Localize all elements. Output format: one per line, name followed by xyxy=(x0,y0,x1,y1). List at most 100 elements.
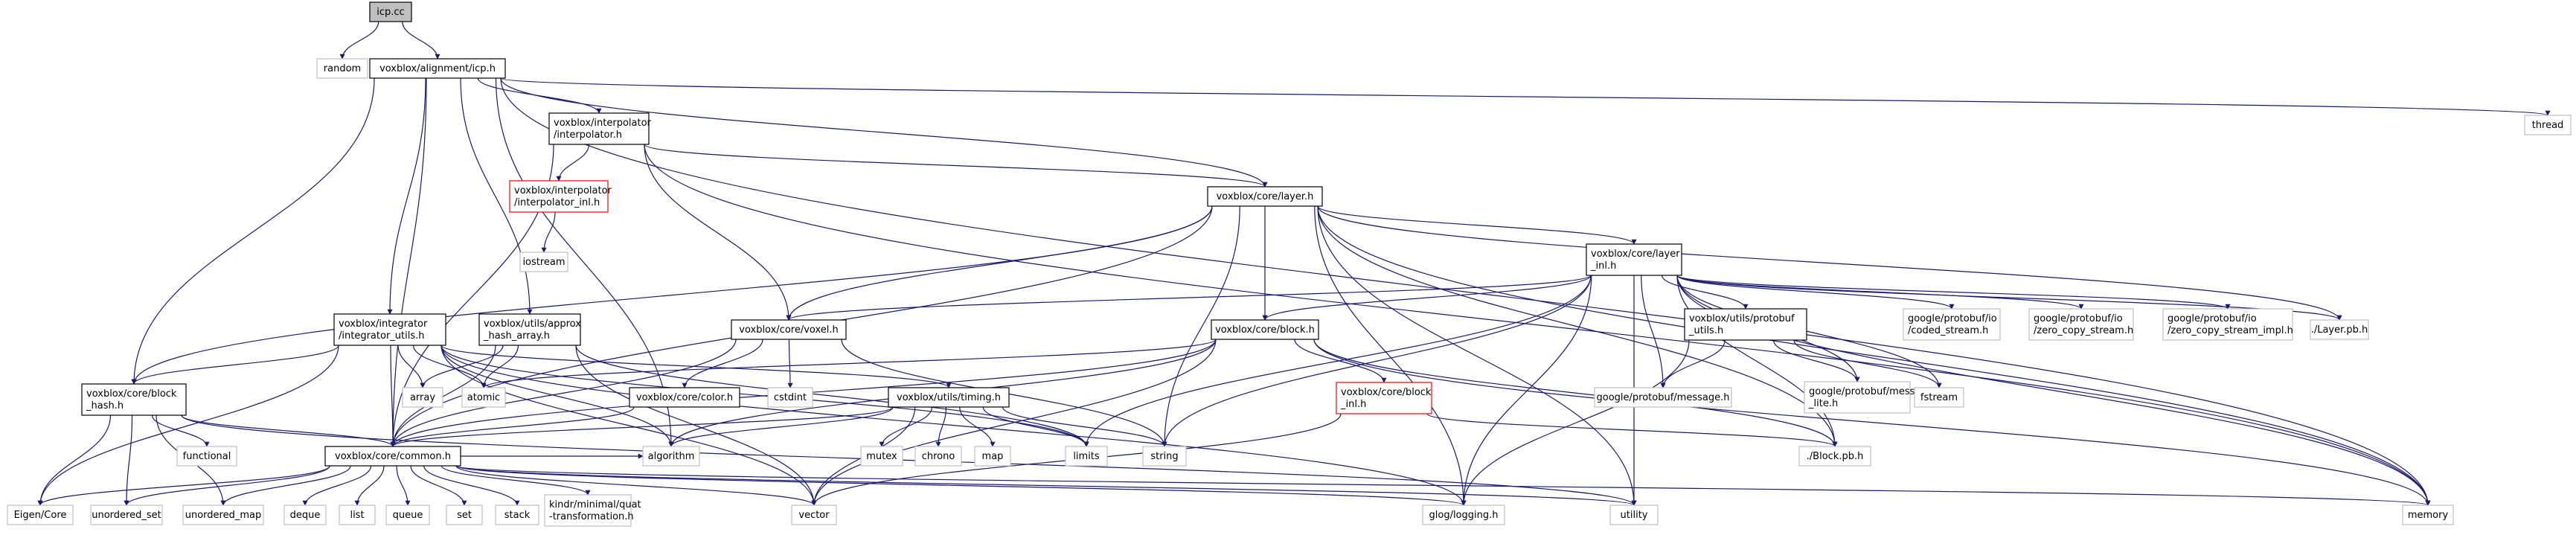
edge-approx_hash-to-common_h xyxy=(390,345,496,447)
node-label: voxblox/interpolator xyxy=(554,118,652,129)
node-interpolator_inl[interactable]: voxblox/interpolator/interpolator_inl.h xyxy=(509,180,612,213)
node-box xyxy=(1903,308,2001,341)
node-box xyxy=(1142,446,1187,467)
edge-layer_h-to-string xyxy=(1162,205,1240,447)
edge-icp_h-to-algorithm xyxy=(495,77,674,447)
edge-block_h-to-memory xyxy=(1313,339,2431,506)
node-label: array xyxy=(410,392,435,403)
edge-block_hash-to-utility xyxy=(181,414,1637,506)
node-stack: stack xyxy=(495,505,539,525)
node-approx_hash[interactable]: voxblox/utils/approx_hash_array.h xyxy=(478,313,581,346)
edge-layer_h-to-block_hash xyxy=(131,205,1213,385)
edge-layer_inl-to-coded_stream xyxy=(1676,275,1955,310)
edge-layer_h-to-glog xyxy=(1314,205,1467,506)
node-label: glog/logging.h xyxy=(1429,510,1499,521)
node-label: voxblox/utils/approx xyxy=(484,318,581,330)
node-label: deque xyxy=(290,510,321,521)
node-icp_cc[interactable]: icp.cc xyxy=(369,1,412,22)
node-label: voxblox/integrator xyxy=(339,318,428,330)
edge-interpolator_h-to-interpolator_inl xyxy=(556,144,590,182)
node-glog: glog/logging.h xyxy=(1422,505,1505,525)
node-label: voxblox/core/layer.h xyxy=(1217,191,1314,202)
node-label: stack xyxy=(504,510,531,521)
node-label: algorithm xyxy=(648,451,695,462)
node-voxel_h[interactable]: voxblox/core/voxel.h xyxy=(731,319,847,340)
edge-layer_inl-to-zero_copy_impl xyxy=(1676,275,2231,310)
node-box xyxy=(914,446,962,467)
node-random: random xyxy=(316,58,368,79)
edge-voxel_h-to-cstdint xyxy=(787,339,793,388)
node-box xyxy=(81,383,187,416)
node-box xyxy=(1609,505,1659,525)
edges-layer xyxy=(37,21,2550,506)
edge-integrator_utils-to-atomic xyxy=(412,345,487,388)
node-label: atomic xyxy=(467,392,500,403)
node-zero_copy_stream: google/protobuf/io/zero_copy_stream.h xyxy=(2028,308,2134,341)
node-icp_h[interactable]: voxblox/alignment/icp.h xyxy=(369,58,506,79)
edge-block_hash-to-unordered_set xyxy=(124,414,133,506)
edge-icp_h-to-memory xyxy=(500,77,2431,506)
node-label: /zero_copy_stream_impl.h xyxy=(2168,325,2293,336)
node-box xyxy=(509,180,609,213)
edge-interpolator_inl-to-iostream xyxy=(541,211,556,253)
node-block_hash[interactable]: voxblox/core/block_hash.h xyxy=(81,383,187,416)
node-box xyxy=(324,446,461,467)
node-interpolator_h[interactable]: voxblox/interpolator/interpolator.h xyxy=(548,112,652,145)
node-color_h[interactable]: voxblox/core/color.h xyxy=(629,387,740,408)
node-integrator_utils[interactable]: voxblox/integrator/integrator_utils.h xyxy=(333,313,446,346)
edge-common_h-to-kindr xyxy=(440,465,591,496)
node-label: voxblox/utils/protobuf xyxy=(1689,313,1795,324)
node-label: /interpolator_inl.h xyxy=(514,197,600,208)
node-layer_h[interactable]: voxblox/core/layer.h xyxy=(1207,186,1323,207)
edge-icp_h-to-approx_hash xyxy=(460,77,533,315)
node-protobuf_utils[interactable]: voxblox/utils/protobuf_utils.h xyxy=(1684,308,1807,341)
edge-integrator_utils-to-algorithm xyxy=(440,345,674,447)
edge-protobuf_utils-to-fstream xyxy=(1793,339,1942,388)
node-block_h[interactable]: voxblox/core/block.h xyxy=(1211,319,1319,340)
edge-block_inl-to-block_pb xyxy=(1426,413,1838,447)
node-label: _hash_array.h xyxy=(483,330,550,342)
node-label: _inl.h xyxy=(1590,260,1616,272)
edge-common_h-to-unordered_set xyxy=(124,465,330,506)
node-label: voxblox/core/layer xyxy=(1591,249,1680,260)
edge-layer_h-to-memory xyxy=(1317,205,2431,506)
node-box xyxy=(2524,115,2572,135)
node-label: map xyxy=(982,451,1004,462)
node-array: array xyxy=(402,387,443,408)
edge-layer_inl-to-block_h xyxy=(1262,275,1592,321)
edge-common_h-to-set xyxy=(410,465,467,506)
node-box xyxy=(860,446,903,467)
node-box xyxy=(642,446,700,467)
node-label: voxblox/interpolator xyxy=(514,185,612,196)
node-box xyxy=(7,505,74,525)
node-label: voxblox/core/color.h xyxy=(636,392,733,403)
edge-layer_inl-to-fstream xyxy=(1676,275,1942,388)
node-box xyxy=(791,505,837,525)
node-label: _lite.h xyxy=(1808,398,1838,409)
edge-protobuf_utils-to-pb_message xyxy=(1660,339,1726,388)
edge-common_h-to-unordered_map xyxy=(220,465,351,506)
node-list: list xyxy=(339,505,376,525)
node-iostream: iostream xyxy=(519,252,568,272)
node-label: unordered_map xyxy=(185,510,262,521)
edge-protobuf_utils-to-pb_message_lite xyxy=(1772,339,1860,382)
node-layer_inl[interactable]: voxblox/core/layer_inl.h xyxy=(1586,243,1682,276)
node-pb_message_lite: google/protobuf/message_lite.h xyxy=(1804,381,1933,414)
edge-icp_h-to-thread xyxy=(500,77,2550,116)
edge-icp_h-to-integrator_utils xyxy=(387,77,426,315)
node-box xyxy=(2402,505,2454,525)
node-block_inl[interactable]: voxblox/core/block_inl.h xyxy=(1336,382,1432,414)
node-label: _inl.h xyxy=(1340,399,1366,410)
node-timing_h[interactable]: voxblox/utils/timing.h xyxy=(888,387,1010,408)
node-common_h[interactable]: voxblox/core/common.h xyxy=(324,446,461,467)
edge-interpolator_h-to-voxel_h xyxy=(644,144,792,321)
node-algorithm: algorithm xyxy=(642,446,700,467)
node-label: list xyxy=(350,510,364,521)
edge-timing_h-to-string xyxy=(1002,406,1167,447)
node-box xyxy=(446,505,483,525)
edge-timing_h-to-map xyxy=(959,406,996,447)
node-box xyxy=(544,494,632,527)
node-box xyxy=(1211,319,1319,340)
node-box xyxy=(629,387,740,408)
